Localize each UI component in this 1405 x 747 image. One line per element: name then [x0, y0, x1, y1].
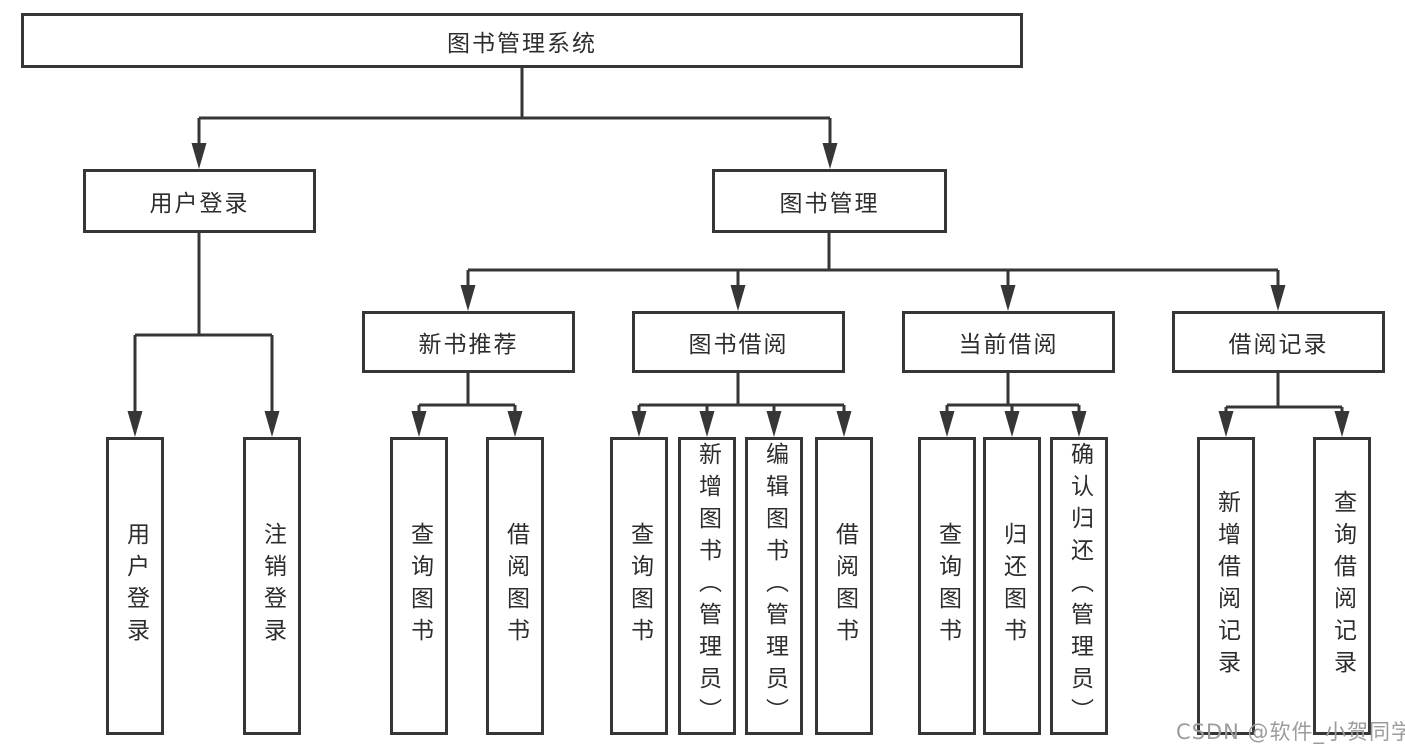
node-bb-edit-books-admin-label: 编辑图书（管理员）	[761, 442, 788, 730]
node-book-borrowing: 图书借阅	[632, 311, 845, 373]
node-bb-borrow-books: 借阅图书	[815, 437, 873, 735]
node-bb-add-books-admin-label: 新增图书（管理员）	[694, 442, 721, 730]
node-cb-query-books-label: 查询图书	[934, 522, 961, 650]
node-cb-confirm-return-admin-label: 确认归还（管理员）	[1066, 442, 1093, 730]
node-br-query-record-label: 查询借阅记录	[1329, 490, 1356, 682]
node-bb-add-books-admin: 新增图书（管理员）	[678, 437, 736, 735]
node-borrowing-records-label: 借阅记录	[1228, 332, 1329, 358]
node-current-borrowing-label: 当前借阅	[958, 332, 1059, 358]
node-book-management: 图书管理	[712, 169, 947, 233]
node-user-login: 用户登录	[83, 169, 316, 233]
node-bb-query-books-label: 查询图书	[626, 522, 653, 650]
node-bb-edit-books-admin: 编辑图书（管理员）	[745, 437, 803, 735]
node-rec-query-books: 查询图书	[390, 437, 448, 735]
node-rec-query-books-label: 查询图书	[406, 522, 433, 650]
node-cb-query-books: 查询图书	[918, 437, 976, 735]
node-leaf-user-login-label: 用户登录	[122, 522, 149, 650]
node-leaf-logout-label: 注销登录	[259, 522, 286, 650]
node-br-query-record: 查询借阅记录	[1313, 437, 1371, 735]
node-library-system-label: 图书管理系统	[447, 30, 597, 57]
node-leaf-logout: 注销登录	[243, 437, 301, 735]
node-br-add-record: 新增借阅记录	[1197, 437, 1255, 735]
node-cb-return-books-label: 归还图书	[999, 522, 1026, 650]
node-cb-return-books: 归还图书	[983, 437, 1041, 735]
node-leaf-user-login: 用户登录	[106, 437, 164, 735]
node-new-book-recommendation: 新书推荐	[362, 311, 575, 373]
node-current-borrowing: 当前借阅	[902, 311, 1115, 373]
node-library-system: 图书管理系统	[21, 13, 1023, 68]
node-bb-query-books: 查询图书	[610, 437, 668, 735]
node-br-add-record-label: 新增借阅记录	[1213, 490, 1240, 682]
node-rec-borrow-books-label: 借阅图书	[502, 522, 529, 650]
node-new-book-recommendation-label: 新书推荐	[418, 332, 519, 358]
node-borrowing-records: 借阅记录	[1172, 311, 1385, 373]
csdn-watermark: CSDN @软件_小贺同学	[1176, 720, 1405, 744]
node-bb-borrow-books-label: 借阅图书	[831, 522, 858, 650]
node-book-borrowing-label: 图书借阅	[688, 332, 789, 358]
node-user-login-label: 用户登录	[149, 191, 250, 217]
node-book-management-label: 图书管理	[779, 191, 880, 217]
node-cb-confirm-return-admin: 确认归还（管理员）	[1050, 437, 1108, 735]
node-rec-borrow-books: 借阅图书	[486, 437, 544, 735]
